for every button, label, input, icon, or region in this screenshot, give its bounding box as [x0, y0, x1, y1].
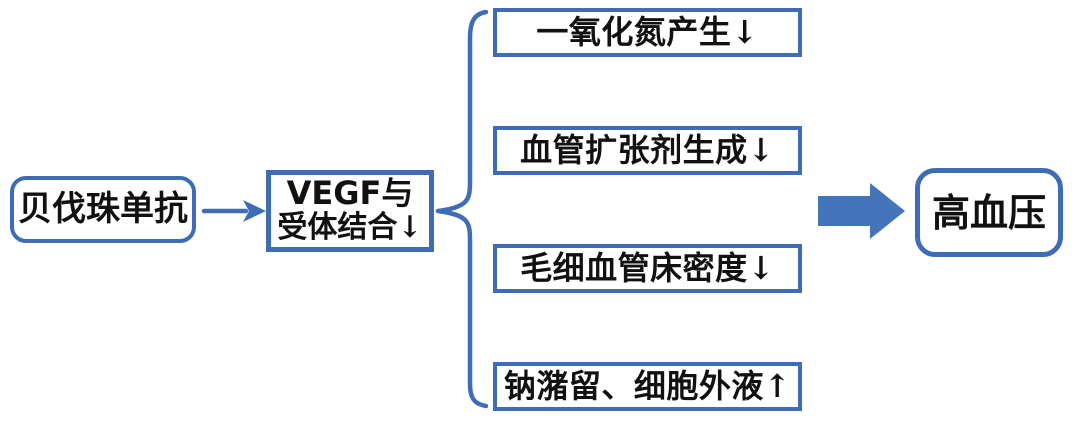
- left-curly-brace-icon: [435, 9, 489, 409]
- node-vasodilator-label: 血管扩张剂生成↓: [520, 131, 775, 170]
- block-arrow-right-icon: [818, 183, 905, 239]
- node-vegf-line1: VEGF与: [286, 174, 414, 213]
- node-bevacizumab: 贝伐珠单抗: [10, 176, 196, 243]
- node-vegf-line2: 受体结合↓: [277, 210, 423, 246]
- node-vegf-receptor-binding: VEGF与 受体结合↓: [266, 170, 434, 252]
- node-capillary-density-label: 毛细血管床密度↓: [520, 249, 775, 288]
- node-bevacizumab-label: 贝伐珠单抗: [18, 188, 188, 229]
- node-nitric-oxide: 一氧化氮产生↓: [493, 8, 802, 57]
- node-nitric-oxide-label: 一氧化氮产生↓: [536, 13, 759, 52]
- right-arrow-icon: [201, 200, 266, 222]
- node-hypertension: 高血压: [915, 168, 1063, 257]
- node-hypertension-label: 高血压: [931, 189, 1046, 235]
- node-sodium-retention: 钠潴留、细胞外液↑: [493, 362, 802, 411]
- node-vasodilator: 血管扩张剂生成↓: [493, 126, 802, 175]
- node-sodium-retention-label: 钠潴留、细胞外液↑: [503, 367, 792, 406]
- node-capillary-density: 毛细血管床密度↓: [493, 244, 802, 293]
